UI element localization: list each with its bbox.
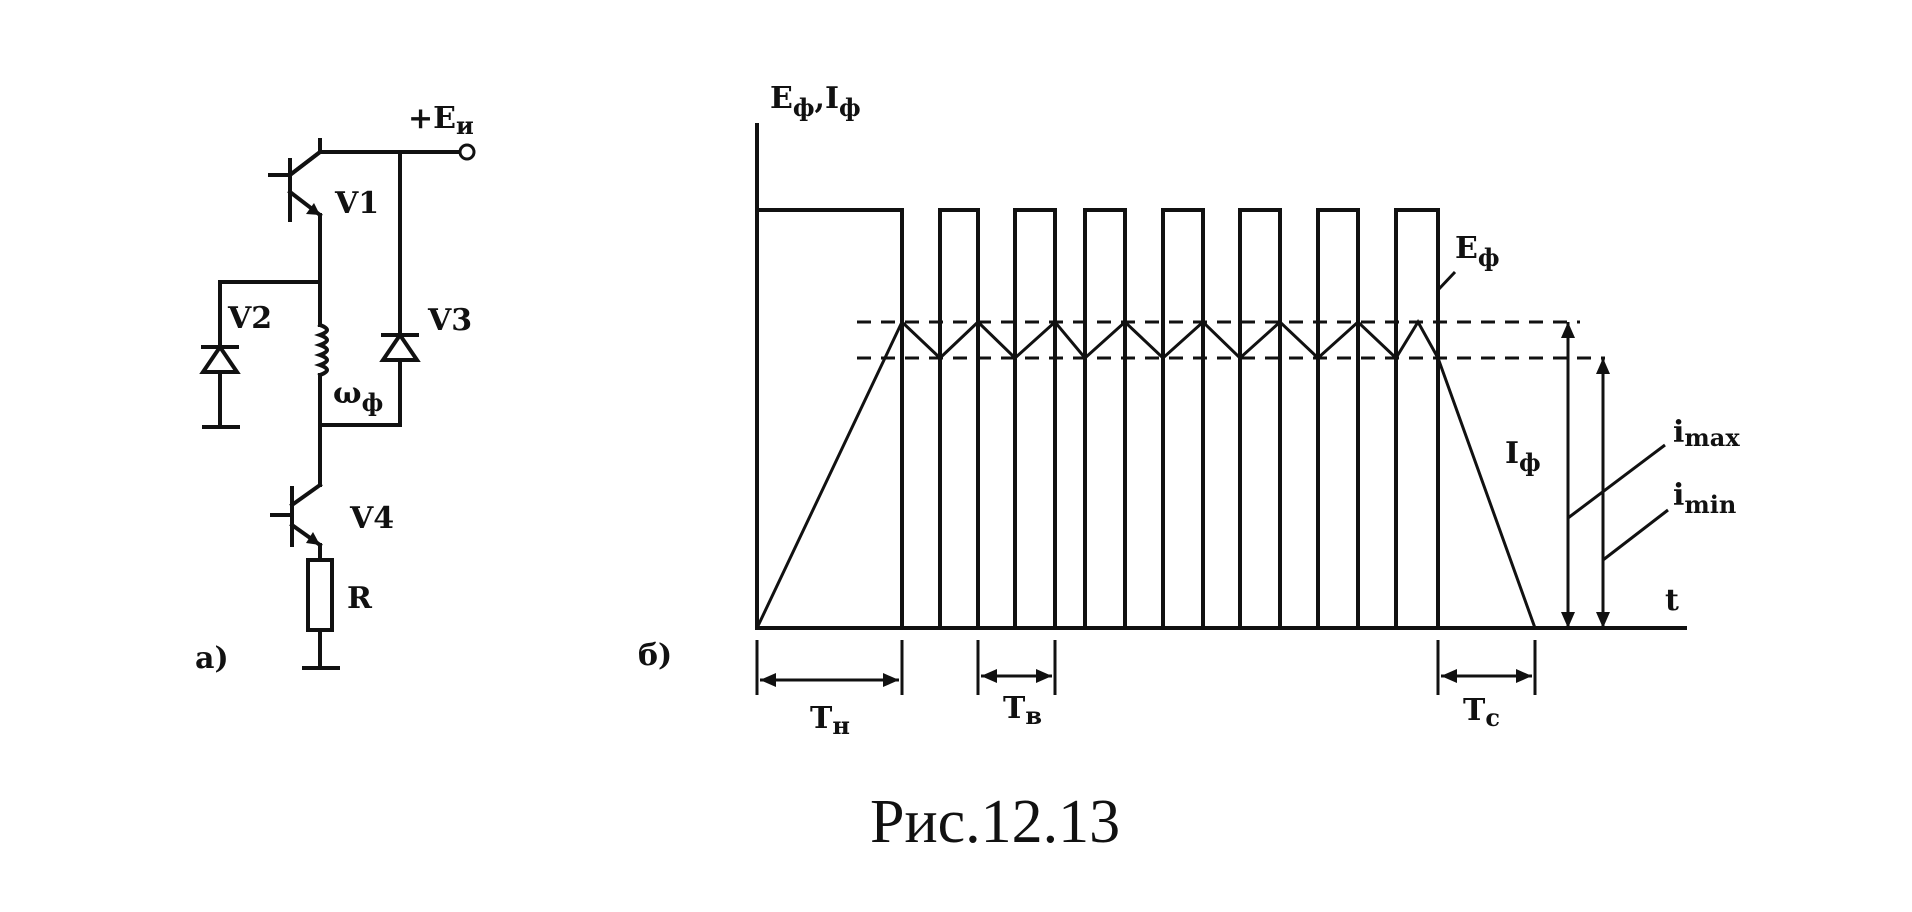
e-phi-waveform: [755, 208, 1440, 630]
i-phi-label: Iф: [1505, 436, 1541, 477]
e-phi-leader: [1436, 270, 1457, 292]
v3-label: V3: [427, 303, 472, 338]
v1-label: V1: [334, 186, 379, 221]
timing-diagram: Eф,Iф t Eф Iф imax imin Tн Tв Tс б): [638, 81, 1740, 740]
supply-terminal: [458, 143, 476, 161]
circuit-diagram: +Eи V1 V2 V3 ωф V4 R а): [195, 101, 476, 676]
coil-label: ωф: [333, 376, 383, 417]
v2-label: V2: [227, 301, 272, 336]
coil-wf: [314, 280, 329, 427]
diode-v3: [318, 150, 421, 427]
tn-label: Tн: [810, 701, 850, 740]
tv-dimension: [976, 640, 1057, 695]
figure-caption: Рис.12.13: [870, 788, 1120, 856]
supply-label: +Eи: [408, 101, 474, 140]
e-phi-label: Eф: [1455, 231, 1500, 272]
tv-label: Tв: [1003, 691, 1042, 730]
imin-label: imin: [1673, 478, 1736, 519]
transistor-v4: [270, 423, 323, 562]
transistor-v1: [268, 138, 323, 284]
panel-a-label: а): [195, 641, 229, 676]
x-axis-label: t: [1665, 583, 1679, 618]
panel-b-label: б): [638, 638, 672, 673]
v4-label: V4: [349, 501, 394, 536]
imax-dimension: [1561, 322, 1666, 628]
resistor-label: R: [347, 581, 373, 616]
imax-label: imax: [1673, 415, 1740, 452]
tn-dimension: [755, 640, 904, 695]
diode-v2: [199, 280, 322, 429]
y-axis-label: Eф,Iф: [770, 81, 861, 122]
v1-collector: [287, 149, 323, 178]
tc-label: Tс: [1463, 693, 1500, 732]
resistor-r: [302, 558, 340, 670]
imin-dimension: [1596, 358, 1669, 628]
tc-dimension: [1436, 640, 1537, 695]
i-phi-waveform: [755, 319, 1537, 629]
